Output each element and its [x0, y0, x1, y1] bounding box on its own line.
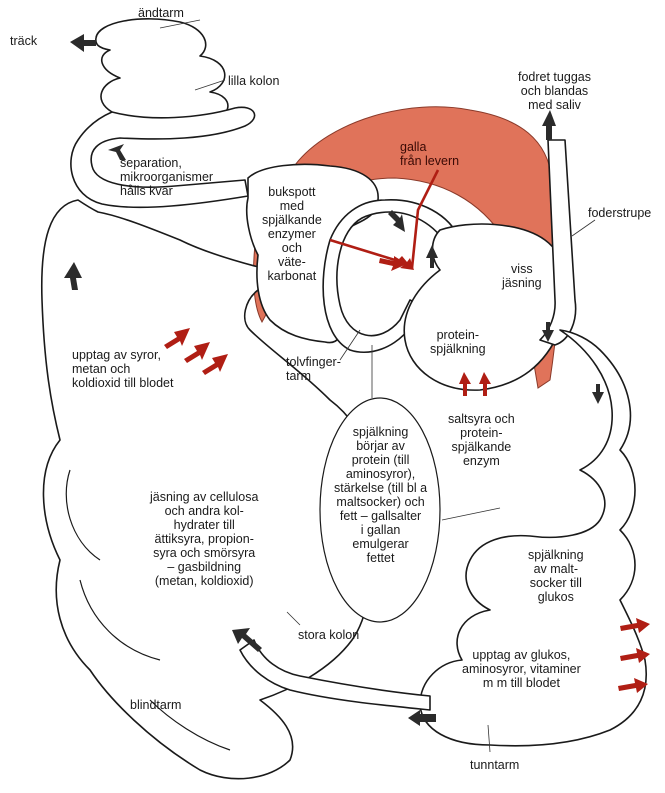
label-tolvfingertarm: tolvfinger- tarm — [286, 355, 341, 383]
label-jasning-cellulosa: jäsning av cellulosa och andra kol- hydr… — [150, 490, 258, 588]
label-fodret: fodret tuggas och blandas med saliv — [518, 70, 591, 112]
label-protein-spjalkning: protein- spjälkning — [430, 328, 486, 356]
label-stora-kolon: stora kolon — [298, 628, 359, 642]
label-lilla-kolon: lilla kolon — [228, 74, 279, 88]
black-arrow-icon — [542, 110, 556, 140]
label-spjalkning-borjar: spjälkning börjar av protein (till amino… — [334, 425, 427, 565]
label-viss-jasning: viss jäsning — [502, 262, 542, 290]
label-track: träck — [10, 34, 37, 48]
label-saltsyra: saltsyra och protein- spjälkande enzym — [448, 412, 515, 468]
label-galla: galla från levern — [400, 140, 459, 168]
label-foderstrupe: foderstrupe — [588, 206, 651, 220]
label-spjalkning-maltsocker: spjälkning av malt- socker till glukos — [528, 548, 584, 604]
black-arrow-icon — [70, 34, 96, 52]
label-upptag-glukos: upptag av glukos, aminosyror, vitaminer … — [462, 648, 581, 690]
label-andtarm: ändtarm — [138, 6, 184, 20]
label-upptag-syror: upptag av syror, metan och koldioxid til… — [72, 348, 173, 390]
andtarm-shape — [96, 19, 228, 126]
label-bukspott: bukspott med spjälkande enzymer och väte… — [262, 185, 322, 283]
label-separation: separation, mikroorganismer hålls kvar — [120, 156, 213, 198]
black-arrow-icon — [592, 384, 604, 404]
label-blindtarm: blindtarm — [130, 698, 181, 712]
label-tunntarm: tunntarm — [470, 758, 519, 772]
